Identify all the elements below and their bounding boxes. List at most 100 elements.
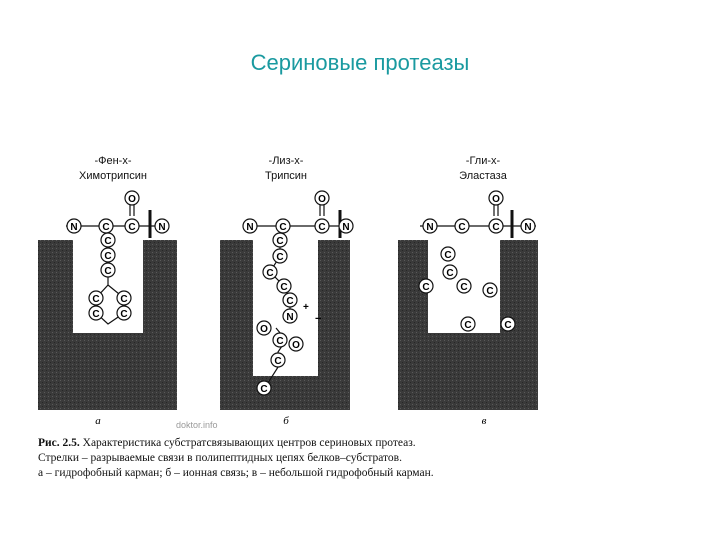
panel-c-atoms: N C C N O C C C C C C (418, 190, 536, 332)
panel-a-enzyme: Химотрипсин (79, 170, 147, 182)
panel-c-atom-o (488, 190, 504, 206)
panel-a-atom-o-label: O (128, 194, 136, 205)
panel-b-charge-minus: − (315, 313, 321, 325)
panel-b-side-6 (282, 308, 298, 324)
caption-line-1: Рис. 2.5. Характеристика субстратсвязыва… (38, 436, 538, 451)
panel-c-pocket-atom-7-label: C (504, 320, 511, 331)
panel-a-atom-ca-label: C (102, 222, 109, 233)
panel-c-pocket-atom-7 (500, 316, 516, 332)
panel-c-pocket-atom-5-label: C (486, 286, 493, 297)
panel-c-pocket-atom-2 (442, 264, 458, 280)
panel-c-atom-c (488, 218, 504, 234)
panel-b-pocket-atom-o1 (256, 320, 272, 336)
panel-a-pocket (38, 240, 177, 410)
panel-b-atom-c-label: C (318, 222, 325, 233)
panel-c-bonds (420, 204, 536, 227)
slide-title: Сериновые протеазы (250, 50, 470, 75)
panel-b-pocket-atom-o1-label: O (260, 324, 268, 335)
caption-line-3: а – гидрофобный карман; б – ионная связь… (38, 467, 434, 479)
panel-a-side-4 (88, 290, 104, 306)
panel-b-atom-c (314, 218, 330, 234)
panel-b-pocket-atom-o2-label: O (292, 340, 300, 351)
panel-a-side-2-label: C (104, 251, 111, 262)
panel-b-side-1 (272, 232, 288, 248)
panel-b-side-5-label: C (286, 296, 293, 307)
panel-b-atom-ca-label: C (279, 222, 286, 233)
panel-b-atom-ca (275, 218, 291, 234)
panel-a: -Фен-х- Химотрипсин N C C N O (38, 155, 177, 427)
panel-c-pocket-atom-4 (456, 278, 472, 294)
panel-a-side-3 (100, 262, 116, 278)
panel-a-atom-o (124, 190, 140, 206)
panel-c-atom-n1 (422, 218, 438, 234)
panel-a-side-7-label: C (120, 309, 127, 320)
panel-b-pocket (220, 240, 350, 410)
panel-b-pocket-atom-c1 (272, 332, 288, 348)
panel-a-atoms: N C C N O C C C C C C (66, 190, 170, 321)
panel-a-letter: а (95, 415, 101, 427)
panel-b-atom-n2 (338, 218, 354, 234)
panel-c-pocket-atom-5 (482, 282, 498, 298)
panel-a-side-5 (116, 290, 132, 306)
panel-a-side-4-label: C (92, 294, 99, 305)
panel-b-pocket-atom-c2-label: C (274, 356, 281, 367)
panel-b-letter: б (283, 415, 289, 427)
panel-c-substrate: -Гли-х- (466, 155, 501, 167)
panel-b-side-6-label: N (286, 312, 293, 323)
panel-a-atom-n1-label: N (70, 222, 77, 233)
panel-b-substrate: -Лиз-х- (269, 155, 304, 167)
panel-b-atom-n1 (242, 218, 258, 234)
panel-a-substrate: -Фен-х- (94, 155, 131, 167)
panel-b-pocket-atom-c1-label: C (276, 336, 283, 347)
panel-b-pocket-atom-o2 (288, 336, 304, 352)
panel-c-pocket (398, 240, 538, 410)
panel-b-enzyme: Трипсин (265, 170, 307, 182)
panel-b: -Лиз-х- Трипсин N C C N O (220, 155, 354, 427)
panel-a-side-1 (100, 232, 116, 248)
panel-c-atom-c-label: C (492, 222, 499, 233)
panel-c-atom-n1-label: N (426, 222, 433, 233)
panel-c-atom-n2-label: N (524, 222, 531, 233)
panel-a-side-2 (100, 247, 116, 263)
panel-b-atom-n2-label: N (342, 222, 349, 233)
panel-c-atom-ca-label: C (458, 222, 465, 233)
panel-a-atom-n2 (154, 218, 170, 234)
panel-c-pocket-atom-6-label: C (464, 320, 471, 331)
panel-a-side-6-label: C (92, 309, 99, 320)
panel-c: -Гли-х- Эластаза N C C N O C (398, 155, 538, 427)
panel-b-side-2 (272, 248, 288, 264)
panel-b-side-4 (276, 278, 292, 294)
watermark: doktor.info (176, 420, 218, 428)
figure-svg: -Фен-х- Химотрипсин N C C N O (38, 155, 538, 428)
panel-b-charge-plus: + (303, 302, 309, 313)
panel-a-side-6 (88, 305, 104, 321)
caption-line-2: Стрелки – разрываемые связи в полипептид… (38, 452, 402, 464)
panel-c-atom-ca (454, 218, 470, 234)
panel-b-side-2-label: C (276, 252, 283, 263)
panel-b-side-3-label: C (266, 268, 273, 279)
panel-a-atom-c (124, 218, 140, 234)
panel-c-pocket-atom-3-label: C (422, 282, 429, 293)
panel-c-pocket-atom-1-label: C (444, 250, 451, 261)
panel-a-atom-c-label: C (128, 222, 135, 233)
panel-c-pocket-atom-6 (460, 316, 476, 332)
panel-c-pocket-atom-4-label: C (460, 282, 467, 293)
panel-b-side-4-label: C (280, 282, 287, 293)
panel-b-side-3 (262, 264, 278, 280)
panel-a-side-3-label: C (104, 266, 111, 277)
panel-b-pocket-atom-c3 (256, 380, 272, 396)
panel-c-enzyme: Эластаза (459, 170, 508, 182)
panel-c-atom-n2 (520, 218, 536, 234)
panel-c-pocket-atom-3 (418, 278, 434, 294)
panel-c-pocket-atom-1 (440, 246, 456, 262)
panel-c-atom-o-label: O (492, 194, 500, 205)
panel-c-pocket-atom-2-label: C (446, 268, 453, 279)
panel-b-pocket-atom-c2 (270, 352, 286, 368)
panel-a-side-5-label: C (120, 294, 127, 305)
panel-a-atom-n1 (66, 218, 82, 234)
panel-b-side-1-label: C (276, 236, 283, 247)
panel-a-side-1-label: C (104, 236, 111, 247)
panel-b-atoms: N C C N O C C C C C N (242, 190, 354, 396)
panel-a-side-7 (116, 305, 132, 321)
caption-text-1: Характеристика субстратсвязывающих центр… (82, 437, 416, 449)
